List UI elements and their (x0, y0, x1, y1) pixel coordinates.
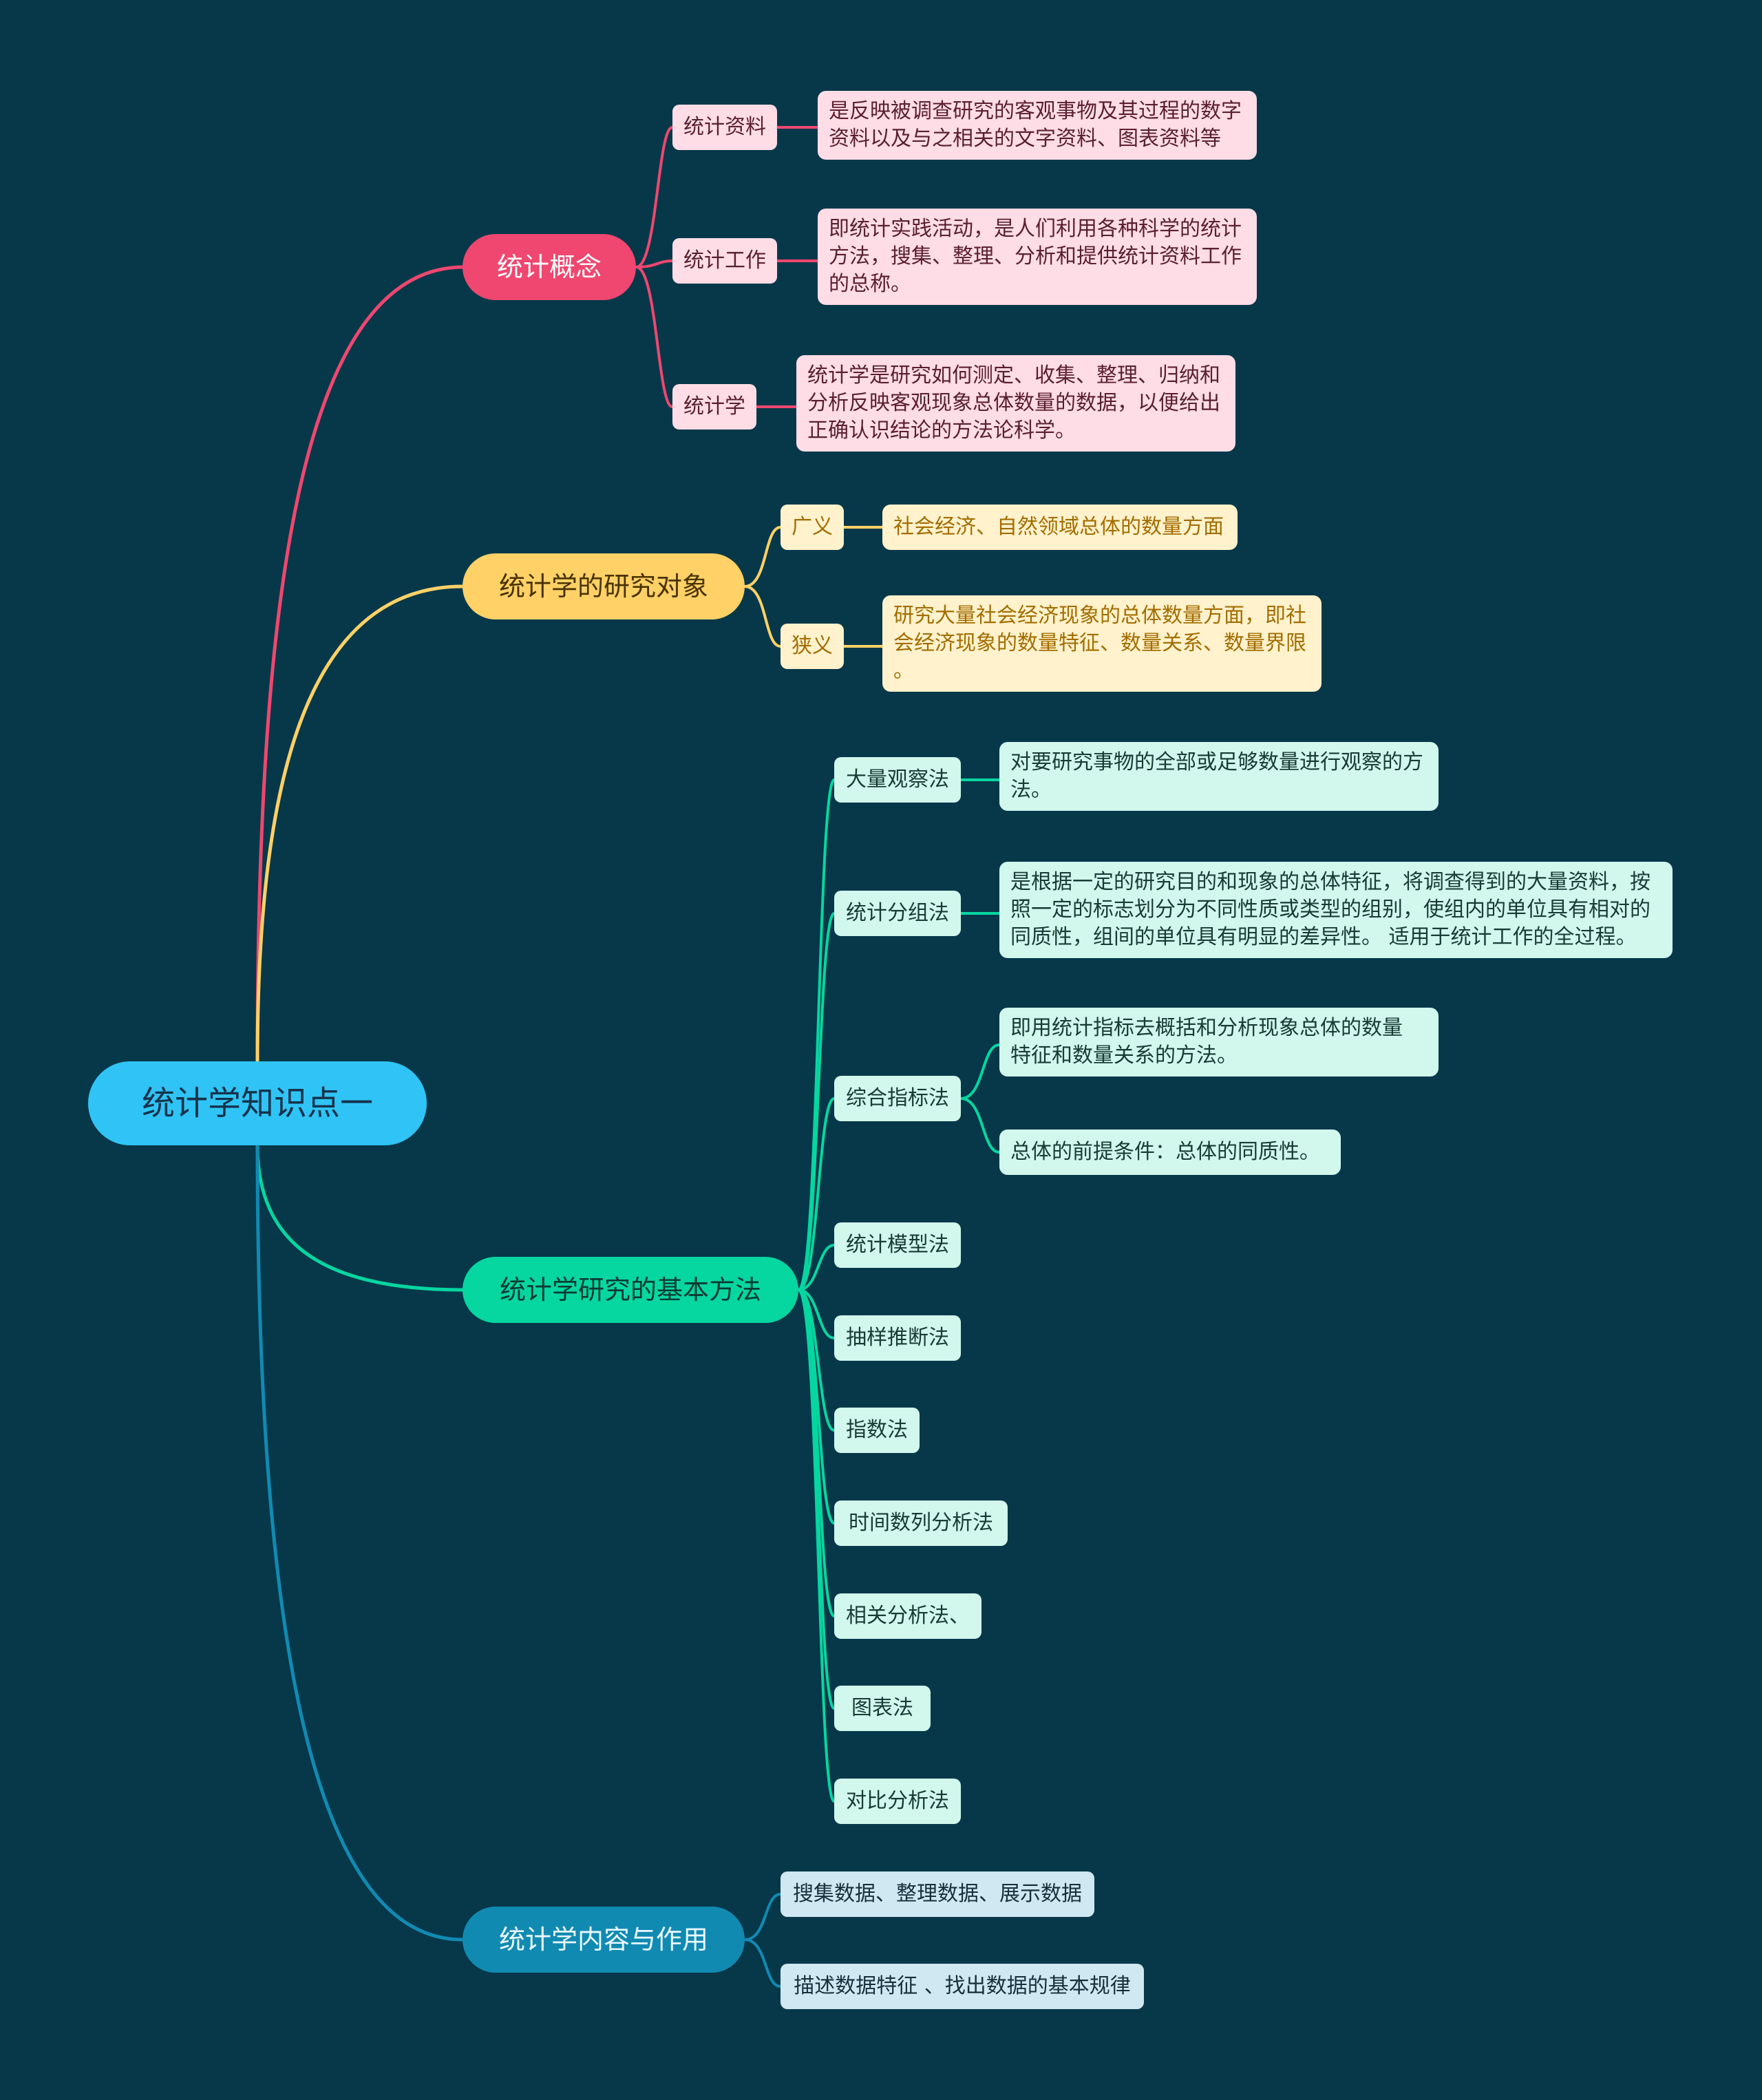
link-role-collect (743, 1893, 782, 1941)
link-object-narrow (743, 585, 782, 648)
leaf-describe-data[interactable]: 描述数据特征 、找出数据的基本规律 (781, 1964, 1144, 2009)
link-root-research-object (255, 584, 465, 1063)
leaf-correlation[interactable]: 相关分析法、 (834, 1593, 981, 1639)
branch-research-object[interactable]: 统计学的研究对象 (463, 553, 745, 619)
leaf-mass-observation[interactable]: 大量观察法 (834, 757, 961, 803)
leaf-statistical-work[interactable]: 统计工作 (672, 238, 777, 284)
branch-basic-methods[interactable]: 统计学研究的基本方法 (463, 1257, 798, 1323)
branch-content-role[interactable]: 统计学内容与作用 (463, 1907, 745, 1973)
link-root-basic-methods (255, 1143, 465, 1292)
desc-mass-observation: 对要研究事物的全部或足够数量进行观察的方 法。 (999, 742, 1439, 811)
leaf-narrow-sense[interactable]: 狭义 (781, 624, 844, 669)
link-index-premise (959, 1097, 1001, 1154)
link-methods-child-9 (797, 1288, 836, 1803)
leaf-collect-data[interactable]: 搜集数据、整理数据、展示数据 (781, 1871, 1094, 1917)
link-methods-child-2 (797, 1097, 836, 1291)
leaf-comparison[interactable]: 对比分析法 (834, 1779, 961, 1824)
leaf-statistics[interactable]: 统计学 (672, 384, 756, 429)
branch-concepts[interactable]: 统计概念 (463, 234, 636, 300)
desc-statistical-data: 是反映被调查研究的客观事物及其过程的数字 资料以及与之相关的文字资料、图表资料等 (818, 91, 1257, 160)
link-index-definition (959, 1043, 1001, 1100)
leaf-index-number[interactable]: 指数法 (834, 1408, 920, 1453)
note-composite-index-definition: 即用统计指标去概括和分析现象总体的数量 特征和数量关系的方法。 (999, 1008, 1439, 1076)
leaf-statistical-data[interactable]: 统计资料 (672, 105, 777, 150)
desc-statistical-work: 即统计实践活动，是人们利用各种科学的统计 方法，搜集、整理、分析和提供统计资料工… (818, 209, 1257, 305)
link-role-describe (743, 1938, 782, 1988)
leaf-broad-sense[interactable]: 广义 (781, 505, 844, 550)
leaf-sampling-inference[interactable]: 抽样推断法 (834, 1315, 961, 1361)
leaf-model-method[interactable]: 统计模型法 (834, 1222, 961, 1268)
link-object-broad (743, 526, 782, 588)
root-topic[interactable]: 统计学知识点一 (88, 1061, 427, 1145)
link-methods-child-1 (797, 912, 836, 1291)
link-root-content-role (255, 1143, 465, 1942)
link-concepts-statistics (635, 266, 674, 408)
link-root-concepts (255, 265, 465, 1063)
leaf-time-series[interactable]: 时间数列分析法 (834, 1500, 1008, 1546)
desc-narrow-sense: 研究大量社会经济现象的总体数量方面，即社 会经济现象的数量特征、数量关系、数量界… (882, 595, 1322, 692)
note-composite-index-premise: 总体的前提条件：总体的同质性。 (999, 1129, 1341, 1175)
link-concepts-work (635, 259, 674, 268)
leaf-chart-method[interactable]: 图表法 (834, 1686, 931, 1731)
desc-statistics: 统计学是研究如何测定、收集、整理、归纳和 分析反映客观现象总体数量的数据，以便给… (796, 355, 1235, 452)
desc-broad-sense: 社会经济、自然领域总体的数量方面 (882, 505, 1238, 550)
link-methods-child-4 (797, 1288, 836, 1339)
desc-grouping-method: 是根据一定的研究目的和现象的总体特征，将调查得到的大量资料，按 照一定的标志划分… (999, 862, 1673, 958)
leaf-grouping-method[interactable]: 统计分组法 (834, 891, 961, 936)
link-methods-child-3 (797, 1244, 836, 1291)
leaf-composite-index[interactable]: 综合指标法 (834, 1076, 961, 1121)
link-concepts-data (635, 126, 674, 268)
